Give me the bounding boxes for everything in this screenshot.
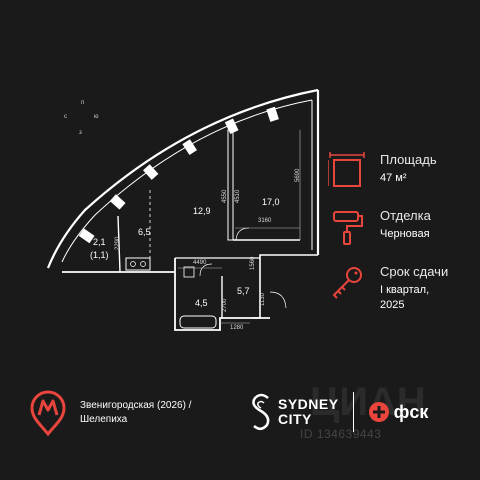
- area-frame-icon: [328, 152, 365, 187]
- metro-info: Звенигородская (2026) / Шелепиха: [30, 390, 191, 436]
- compass: п с ю з: [62, 96, 106, 140]
- outer-curved-wall-inner: [61, 99, 313, 263]
- room-area-living: 17,0: [262, 197, 280, 207]
- area-value: 47 м²: [380, 172, 407, 184]
- dimension-2290: 2290: [115, 236, 121, 250]
- room-area-kitchen: 6,5: [138, 227, 151, 237]
- fsk-logo-icon: [368, 402, 389, 422]
- outer-curved-wall: [46, 88, 319, 269]
- area-label: Площадь: [380, 152, 437, 167]
- dimension-4490: 4490: [193, 260, 207, 266]
- brand-block: SYDNEY CITY фск: [250, 392, 428, 432]
- metro-icon: [30, 390, 66, 436]
- paint-roller-icon: [333, 211, 363, 245]
- compass-west: с: [64, 114, 67, 120]
- brand-separator: [352, 392, 354, 432]
- metro-station-line2: Шелепиха: [80, 414, 128, 425]
- info-finish: Отделка Черновая: [328, 208, 431, 246]
- info-area: Площадь 47 м²: [328, 152, 437, 190]
- metro-station-line1: Звенигородская (2026) /: [80, 400, 192, 411]
- room-area-room: 12,9: [193, 206, 211, 216]
- sydney-city-logo-icon: [252, 393, 270, 430]
- dimension-1280: 1280: [230, 325, 244, 331]
- dimension-3160: 3160: [258, 218, 272, 224]
- watermark-logo: ЦИАН: [310, 380, 426, 424]
- finish-value: Черновая: [380, 228, 430, 240]
- deadline-label: Срок сдачи: [380, 264, 449, 279]
- dimension-5690: 5690: [295, 168, 301, 182]
- compass-south: з: [79, 130, 82, 136]
- compass-east: ю: [94, 114, 99, 120]
- watermark-id: ID 134639443: [300, 427, 382, 441]
- room-area-hall: 5,7: [237, 286, 250, 296]
- room-area-bath: 4,5: [195, 298, 208, 308]
- deadline-value-line2: 2025: [380, 299, 405, 311]
- brand-city: CITY: [278, 411, 312, 427]
- dimension-1560: 1560: [250, 256, 256, 270]
- dimension-4510: 4510: [235, 189, 241, 203]
- window-markers: [78, 106, 279, 244]
- key-icon: [332, 267, 362, 299]
- brand-fsk: фск: [393, 401, 429, 422]
- finish-label: Отделка: [380, 208, 431, 223]
- dimension-1130: 1130: [260, 293, 266, 306]
- deadline-value-line1: I квартал,: [380, 284, 430, 296]
- dimension-4550: 4550: [222, 189, 228, 203]
- brand-sydney: SYDNEY: [278, 396, 339, 412]
- room-area-balcony-coef: (1,1): [90, 250, 109, 260]
- compass-north: п: [81, 100, 85, 106]
- room-area-balcony: 2,1: [93, 237, 106, 247]
- info-deadline: Срок сдачи I квартал, 2025: [328, 264, 448, 313]
- dimension-2700: 2700: [222, 298, 228, 312]
